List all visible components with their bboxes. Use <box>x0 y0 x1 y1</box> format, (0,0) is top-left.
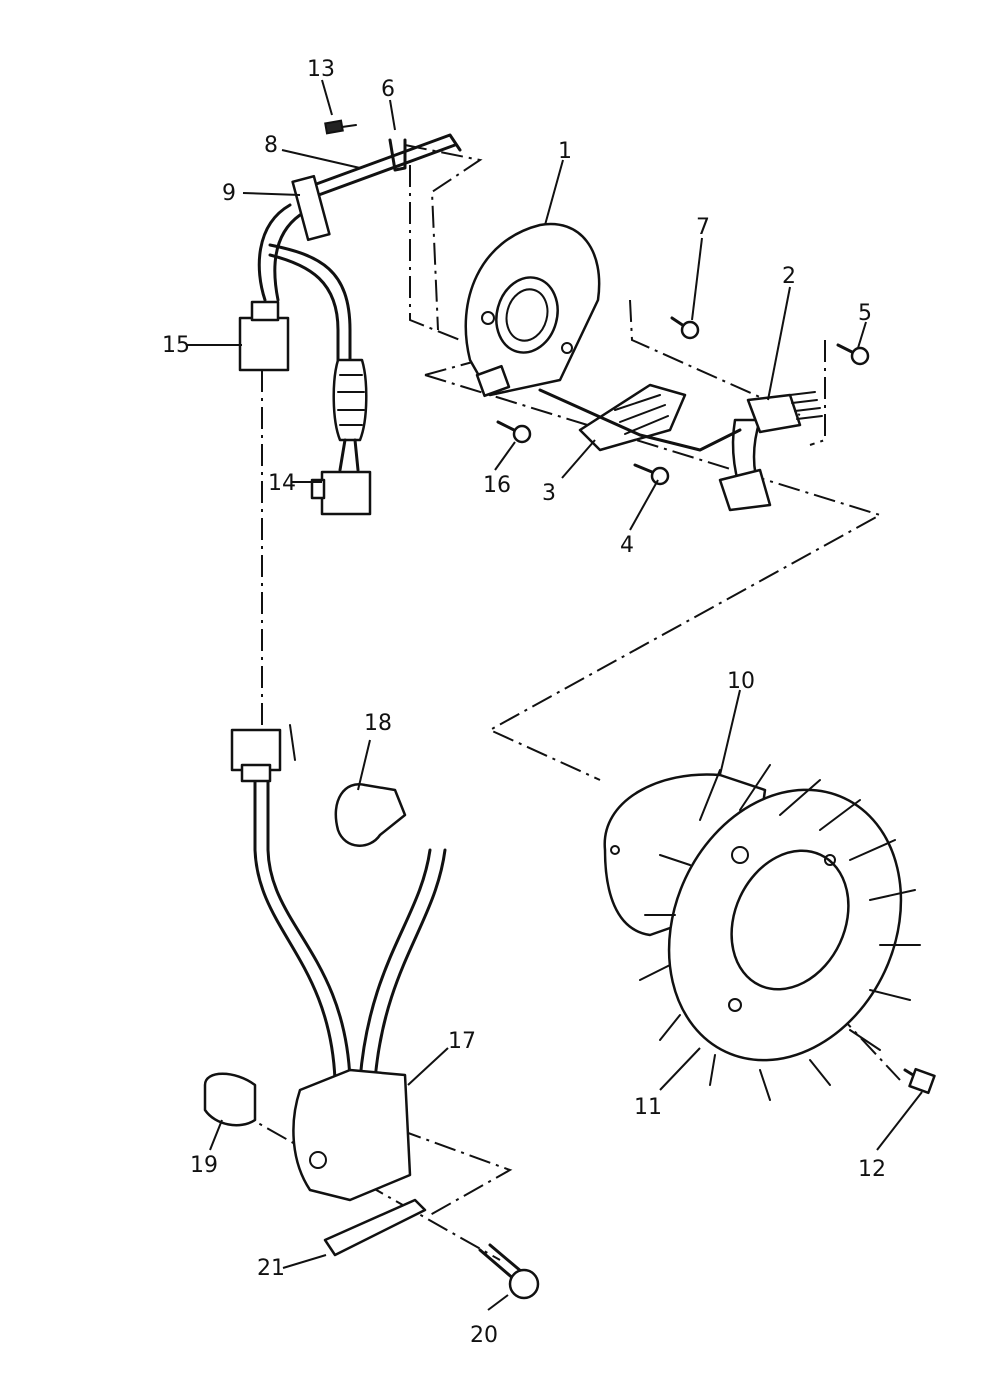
callout-15: 15 <box>162 333 190 358</box>
callout-6: 6 <box>381 77 395 102</box>
callout-7: 7 <box>696 215 710 240</box>
callout-2: 2 <box>782 264 796 289</box>
callout-10: 10 <box>727 669 755 694</box>
ignition-coil-assembly <box>203 724 447 1257</box>
callout-8: 8 <box>264 133 278 158</box>
callout-12: 12 <box>858 1157 886 1182</box>
fasteners <box>478 316 936 1300</box>
callout-9: 9 <box>222 181 236 206</box>
callout-leaders <box>187 79 923 1311</box>
callout-5: 5 <box>858 301 872 326</box>
callout-18: 18 <box>364 711 392 736</box>
callout-21: 21 <box>257 1256 285 1281</box>
screw-12 <box>903 1067 936 1095</box>
callout-20: 20 <box>470 1323 498 1348</box>
screw-5 <box>836 343 870 366</box>
callout-1: 1 <box>558 139 572 164</box>
callout-13: 13 <box>307 57 335 82</box>
callout-16: 16 <box>483 473 511 498</box>
wire-harness <box>238 119 462 516</box>
bolt-20 <box>478 1243 540 1300</box>
screw-16 <box>496 420 532 444</box>
callout-4: 4 <box>620 533 634 558</box>
callout-17: 17 <box>448 1029 476 1054</box>
callout-14: 14 <box>268 471 296 496</box>
callout-19: 19 <box>190 1153 218 1178</box>
pulser-coil <box>538 383 742 452</box>
callout-3: 3 <box>542 481 556 506</box>
flywheel-and-fan <box>603 764 921 1101</box>
charge-coil <box>718 391 823 512</box>
screw-7 <box>670 316 700 340</box>
screw-4 <box>633 463 670 486</box>
callout-11: 11 <box>634 1095 662 1120</box>
stator-base-plate <box>464 222 601 398</box>
part-number-callouts: 1 2 3 4 5 6 7 8 9 10 11 12 13 14 15 16 1… <box>162 57 886 1348</box>
